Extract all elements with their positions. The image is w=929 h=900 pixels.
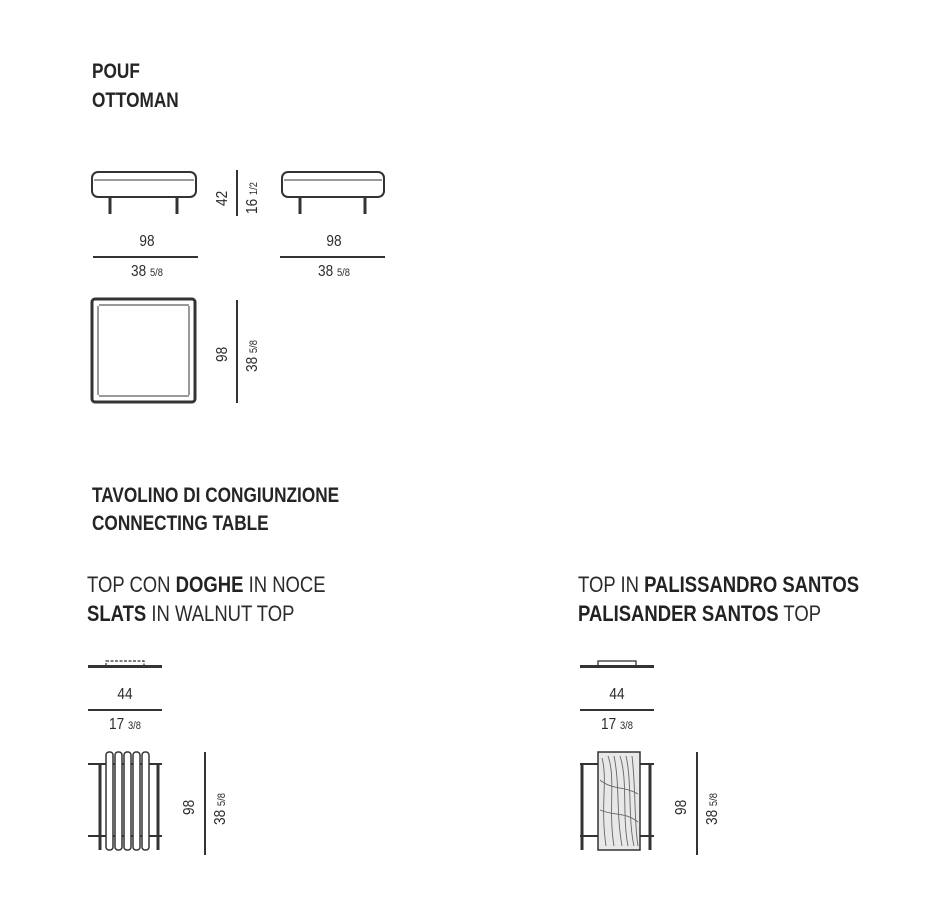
ottoman-plan-depth-in: 38 5/8 bbox=[244, 340, 261, 372]
palisander-depth-in: 38 5/8 bbox=[704, 793, 721, 825]
palisander-depth-dimension-line bbox=[696, 752, 698, 855]
ottoman-side-width-cm: 98 bbox=[326, 233, 342, 250]
ottoman-height-cm: 42 bbox=[214, 190, 231, 206]
palisander-caption-en: PALISANDER SANTOS TOP bbox=[578, 601, 822, 626]
palisander-width-cm: 44 bbox=[609, 686, 625, 703]
walnut-width-dimension-line bbox=[88, 709, 162, 711]
table-title-it: TAVOLINO DI CONGIUNZIONE bbox=[92, 484, 340, 507]
ottoman-height-dimension-line bbox=[236, 170, 238, 216]
ottoman-side-width-dimension-line bbox=[280, 256, 385, 258]
ottoman-side-width-in: 38 5/8 bbox=[318, 263, 350, 280]
pouf-title-it: POUF bbox=[92, 60, 140, 83]
ottoman-front-view bbox=[91, 171, 197, 214]
palisander-table-plan-view bbox=[580, 751, 654, 851]
walnut-caption-it: TOP CON DOGHE IN NOCE bbox=[87, 572, 326, 597]
ottoman-height-in: 16 1/2 bbox=[244, 182, 261, 214]
walnut-caption-en: SLATS IN WALNUT TOP bbox=[87, 601, 295, 626]
ottoman-front-width-dimension-line bbox=[93, 256, 198, 258]
ottoman-front-width-cm: 98 bbox=[139, 233, 155, 250]
ottoman-front-width-in: 38 5/8 bbox=[131, 263, 163, 280]
walnut-table-plan-view bbox=[88, 751, 162, 851]
walnut-depth-dimension-line bbox=[204, 752, 206, 855]
table-title-en: CONNECTING TABLE bbox=[92, 512, 269, 535]
ottoman-side-view bbox=[281, 171, 385, 214]
walnut-width-in: 17 3/8 bbox=[109, 716, 141, 733]
palisander-table-elevation bbox=[580, 660, 654, 668]
palisander-width-dimension-line bbox=[580, 709, 654, 711]
walnut-depth-cm: 98 bbox=[181, 799, 198, 815]
palisander-caption-it: TOP IN PALISSANDRO SANTOS bbox=[578, 572, 860, 597]
palisander-depth-cm: 98 bbox=[673, 799, 690, 815]
walnut-width-cm: 44 bbox=[117, 686, 133, 703]
walnut-depth-in: 38 5/8 bbox=[212, 793, 229, 825]
pouf-title-en: OTTOMAN bbox=[92, 89, 179, 112]
ottoman-plan-depth-cm: 98 bbox=[214, 346, 231, 362]
walnut-table-elevation bbox=[88, 660, 162, 668]
palisander-width-in: 17 3/8 bbox=[601, 716, 633, 733]
ottoman-plan-view bbox=[90, 297, 197, 404]
ottoman-plan-depth-dimension-line bbox=[236, 300, 238, 403]
